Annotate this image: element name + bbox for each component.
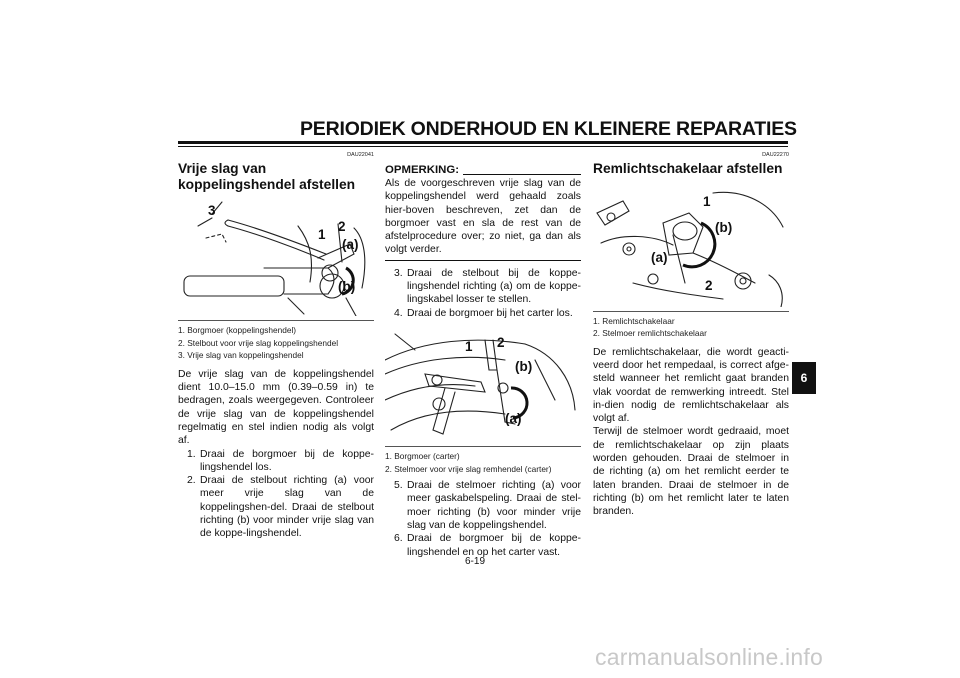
callout-1: 1 (318, 227, 326, 242)
callout-2: 2 (705, 277, 713, 293)
list-item: 5. Draai de stelmoer richting (a) voor me… (385, 479, 581, 532)
column-clutch-free-play: DAU22041 Vrije slag van koppelingshendel… (178, 150, 374, 541)
list-item: 3. Draai de stelbout bij de koppe-lingshe… (385, 267, 581, 307)
list-item: 6. Draai de borgmoer bij de koppe-lingshe… (385, 532, 581, 559)
legend-item: 2. Stelbout voor vrije slag koppelingshe… (178, 337, 339, 348)
column-clutch-continued: OPMERKING: Als de voorgeschreven vrije s… (385, 150, 581, 559)
callout-1: 1 (703, 193, 711, 209)
header-rule-thin (178, 146, 788, 147)
step-text: Draai de borgmoer bij de koppe-lingshend… (200, 448, 374, 473)
note-rule (463, 174, 581, 175)
body-paragraph: Terwijl de stelmoer wordt gedraaid, moet… (593, 426, 789, 518)
callout-b: (b) (515, 358, 533, 374)
step-text: Draai de stelmoer richting (a) voor meer… (407, 480, 581, 532)
note-title: OPMERKING: (385, 164, 460, 176)
brake-switch-illustration (596, 191, 784, 307)
list-item: 2. Draai de stelbout richting (a) voor me… (178, 474, 374, 540)
step-list: 1. Draai de borgmoer bij de koppe-lingshe… (178, 448, 374, 541)
crankcase-cable-illustration (385, 333, 576, 435)
callout-b: (b) (338, 279, 356, 294)
legend-item: 3. Vrije slag van koppelingshendel (178, 350, 304, 361)
step-number: 3. (394, 267, 403, 279)
watermark: carmanualsonline.info (595, 644, 823, 670)
step-number: 5. (394, 480, 403, 492)
callout-b: (b) (715, 219, 733, 235)
note-text: Als de voorgeschreven vrije slag van de … (385, 177, 581, 261)
legend-item: 1. Borgmoer (koppelingshendel) (178, 325, 297, 335)
step-number: 4. (394, 307, 403, 319)
clutch-lever-illustration (183, 201, 366, 316)
step-text: Draai de stelbout richting (a) voor meer… (200, 475, 374, 540)
figure-clutch-lever: 3 1 2 (a) (b) (178, 198, 374, 316)
figure-brake-light-switch: 1 (b) (a) 2 (593, 183, 789, 307)
page-title: PERIODIEK ONDERHOUD EN KLEINERE REPARATI… (300, 118, 797, 140)
step-number: 2. (187, 475, 196, 487)
step-number: 1. (187, 448, 196, 460)
callout-a: (a) (342, 237, 359, 252)
list-item: 4. Draai de borgmoer bij het carter los. (385, 307, 581, 320)
section-title-brake-light: Remlichtschakelaar afstellen (593, 161, 783, 176)
figure-legend: 1. Borgmoer (koppelingshendel) 2. Stelbo… (178, 320, 374, 362)
list-item: 1. Draai de borgmoer bij de koppe-lingshe… (178, 448, 374, 475)
callout-a: (a) (505, 410, 522, 426)
step-list: 5. Draai de stelmoer richting (a) voor me… (385, 479, 581, 559)
callout-a: (a) (651, 249, 668, 265)
section-title-clutch: Vrije slag van koppelingshendel afstelle… (178, 161, 356, 192)
legend-item: 2. Stelmoer voor vrije slag remhendel (c… (385, 463, 552, 474)
step-text: Draai de borgmoer bij het carter los. (407, 307, 573, 319)
callout-2: 2 (338, 219, 346, 234)
body-paragraph: De vrije slag van de koppelingshendel di… (178, 368, 374, 447)
section-code: DAU22041 (347, 152, 374, 158)
legend-item: 1. Borgmoer (carter) (385, 450, 460, 461)
note-heading: OPMERKING: (385, 164, 581, 177)
legend-item: 1. Remlichtschakelaar (593, 315, 675, 326)
step-text: Draai de borgmoer bij de koppe-lingshend… (407, 533, 581, 558)
section-code: DAU22270 (762, 152, 789, 158)
callout-1: 1 (465, 338, 473, 354)
figure-legend: 1. Borgmoer (carter) 2. Stelmoer voor vr… (385, 445, 581, 475)
column-brake-light-switch: DAU22270 Remlichtschakelaar afstellen (593, 150, 789, 519)
page-number: 6-19 (465, 556, 486, 567)
figure-crankcase-cable: 1 2 (b) (a) (385, 330, 581, 442)
header-rule-thick (178, 141, 788, 144)
callout-2: 2 (497, 334, 505, 350)
step-number: 6. (394, 533, 403, 545)
figure-legend: 1. Remlichtschakelaar 2. Stelmoer remlic… (593, 310, 789, 340)
body-paragraph: De remlichtschakelaar, die wordt geacti-… (593, 346, 789, 425)
callout-3: 3 (208, 203, 216, 218)
chapter-tab: 6 (792, 362, 816, 394)
legend-item: 2. Stelmoer remlichtschakelaar (593, 328, 707, 339)
step-list: 3. Draai de stelbout bij de koppe-lingshe… (385, 267, 581, 320)
step-text: Draai de stelbout bij de koppe-lingshend… (407, 267, 581, 306)
